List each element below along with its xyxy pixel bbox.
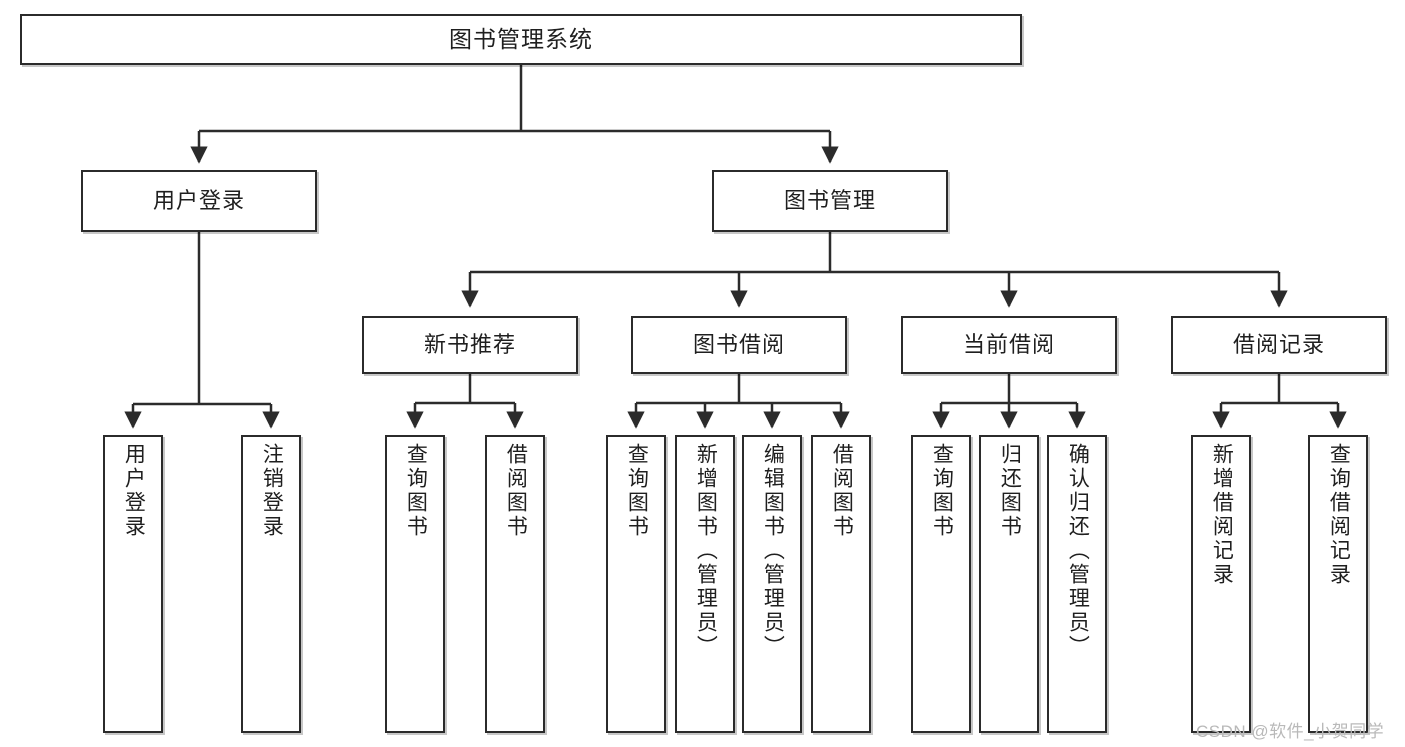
node-root-label: 图书管理系统 xyxy=(449,25,593,52)
node-leaf-add-record[interactable]: 新增借阅记录 xyxy=(1191,435,1251,733)
node-leaf-logout[interactable]: 注销登录 xyxy=(241,435,301,733)
node-book-manage-label: 图书管理 xyxy=(783,187,876,213)
node-leaf-add-record-label: 新增借阅记录 xyxy=(1210,443,1234,587)
node-leaf-user-login[interactable]: 用户登录 xyxy=(103,435,163,733)
node-leaf-query-book-2[interactable]: 查询图书 xyxy=(606,435,666,733)
node-leaf-confirm-return-admin[interactable]: 确认归还（管理员） xyxy=(1047,435,1107,733)
node-book-borrow-label: 图书借阅 xyxy=(692,331,785,357)
node-leaf-query-book-3[interactable]: 查询图书 xyxy=(911,435,971,733)
node-leaf-borrow-book-2[interactable]: 借阅图书 xyxy=(811,435,871,733)
node-leaf-query-book-1-label: 查询图书 xyxy=(404,443,428,539)
node-book-manage[interactable]: 图书管理 xyxy=(712,170,948,232)
node-new-book-recommend[interactable]: 新书推荐 xyxy=(362,316,578,374)
node-leaf-query-record[interactable]: 查询借阅记录 xyxy=(1308,435,1368,733)
node-leaf-confirm-return-admin-label: 确认归还（管理员） xyxy=(1066,443,1090,659)
node-leaf-return-book[interactable]: 归还图书 xyxy=(979,435,1039,733)
node-leaf-query-book-1[interactable]: 查询图书 xyxy=(385,435,445,733)
node-borrow-record-label: 借阅记录 xyxy=(1232,331,1325,357)
node-leaf-user-login-label: 用户登录 xyxy=(122,443,146,539)
node-leaf-query-record-label: 查询借阅记录 xyxy=(1327,443,1351,587)
node-leaf-add-book-admin[interactable]: 新增图书（管理员） xyxy=(675,435,735,733)
csdn-watermark: CSDN @软件_小贺同学 xyxy=(1196,722,1385,741)
node-borrow-record[interactable]: 借阅记录 xyxy=(1171,316,1387,374)
node-user-login-label: 用户登录 xyxy=(152,187,245,213)
node-leaf-query-book-2-label: 查询图书 xyxy=(625,443,649,539)
node-leaf-add-book-admin-label: 新增图书（管理员） xyxy=(694,443,718,659)
node-leaf-borrow-book-2-label: 借阅图书 xyxy=(830,443,854,539)
node-leaf-borrow-book-1-label: 借阅图书 xyxy=(504,443,528,539)
node-leaf-borrow-book-1[interactable]: 借阅图书 xyxy=(485,435,545,733)
node-root[interactable]: 图书管理系统 xyxy=(20,14,1022,65)
node-leaf-return-book-label: 归还图书 xyxy=(998,443,1022,539)
node-leaf-edit-book-admin-label: 编辑图书（管理员） xyxy=(761,443,785,659)
node-leaf-query-book-3-label: 查询图书 xyxy=(930,443,954,539)
node-new-book-recommend-label: 新书推荐 xyxy=(423,331,516,357)
node-user-login[interactable]: 用户登录 xyxy=(81,170,317,232)
node-current-borrow-label: 当前借阅 xyxy=(962,331,1055,357)
node-leaf-edit-book-admin[interactable]: 编辑图书（管理员） xyxy=(742,435,802,733)
node-current-borrow[interactable]: 当前借阅 xyxy=(901,316,1117,374)
node-book-borrow[interactable]: 图书借阅 xyxy=(631,316,847,374)
node-leaf-logout-label: 注销登录 xyxy=(260,443,284,539)
